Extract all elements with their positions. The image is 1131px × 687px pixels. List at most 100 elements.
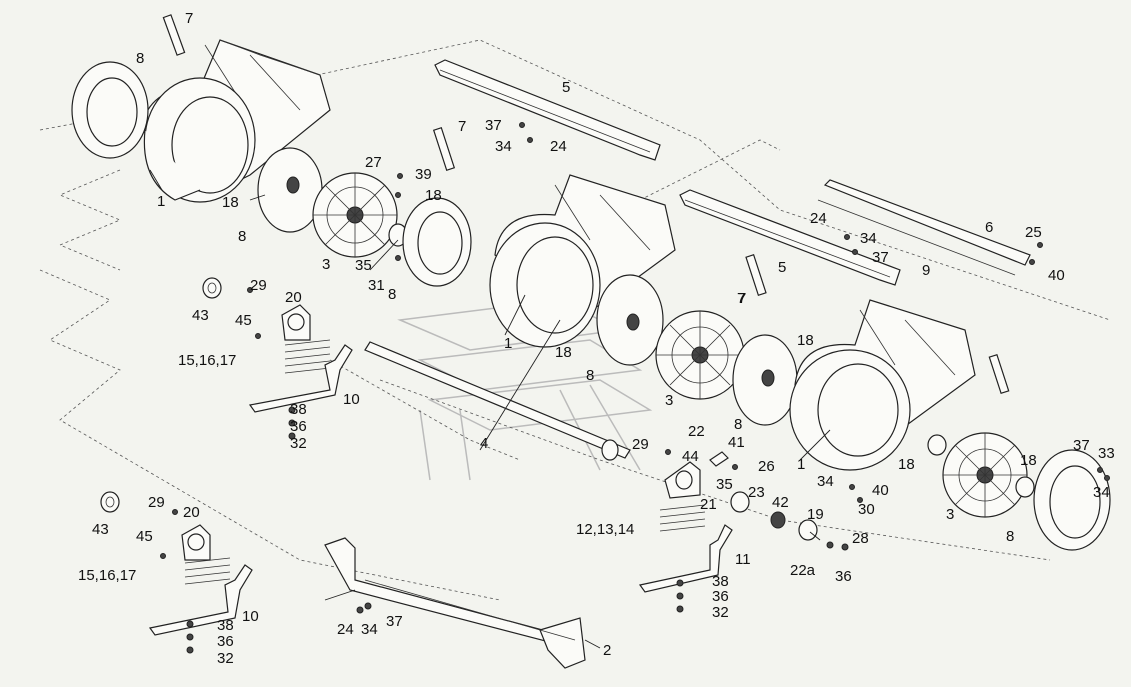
leader-lines [149,169,831,649]
callout-label: 40 [872,482,889,499]
callout-label: 15,16,17 [78,567,136,584]
callout-label: 35 [716,476,733,493]
callout-label: 44 [682,448,699,465]
callout-label: 2 [603,642,611,659]
callout-label: 8 [734,416,742,433]
callout-label: 40 [1048,267,1065,284]
callout-label: 36 [835,568,852,585]
impeller-3-right [942,432,1028,518]
callout-label: 18 [797,332,814,349]
callout-label: 27 [365,154,382,171]
callout-label: 38 [290,401,307,418]
callout-label: 22 [688,423,705,440]
callout-label: 41 [728,434,745,451]
washers-38-36-32-upper [288,406,296,440]
impeller-3-left [312,172,398,258]
callout-label: 36 [290,418,307,435]
callout-label: 29 [250,277,267,294]
bearing-23-sprocket-19 [730,491,849,551]
callout-label: 8 [136,50,144,67]
callout-label: 31 [368,277,385,294]
shaft-4 [364,341,631,461]
callout-label: 8 [1006,528,1014,545]
callout-label: 7 [185,10,193,27]
callout-label: 43 [92,521,109,538]
callout-label: 3 [322,256,330,273]
callout-label: 38 [712,573,729,590]
callout-label: 21 [700,496,717,513]
callout-label: 39 [415,166,432,183]
cover-disc-18-right [732,334,798,426]
callout-label: 19 [807,506,824,523]
callout-label: 8 [388,286,396,303]
callout-label: 6 [985,219,993,236]
callout-label: 10 [242,608,259,625]
callout-label: 3 [946,506,954,523]
key-41-small-parts [665,449,738,470]
callout-label: 11 [735,551,751,568]
bearing-18-right [927,434,1035,498]
callout-label: 45 [235,312,252,329]
callout-label: 34 [817,473,834,490]
frame-2 [324,537,586,669]
callout-label: 18 [898,456,915,473]
bearing-43-lower [100,491,120,513]
callout-label: 36 [712,588,729,605]
callout-label: 43 [192,307,209,324]
callout-label: 37 [1073,437,1090,454]
callout-label: 18 [1020,452,1037,469]
bearing-housing-21-right [659,461,706,532]
fasteners-misc [160,122,1110,559]
callout-label: 37 [386,613,403,630]
callout-label: 7 [458,118,466,135]
callout-label: 42 [772,494,789,511]
callout-label: 5 [562,79,570,96]
flange-ring-8-left [71,61,149,159]
beam-5-center [679,189,901,286]
callout-label: 20 [285,289,302,306]
washers-38-36-32-lower [186,620,194,654]
callout-label: 28 [852,530,869,547]
callout-label: 23 [748,484,765,501]
callout-label: 12,13,14 [576,521,634,538]
callout-label: 3 [665,392,673,409]
callout-label: 34 [495,138,512,155]
callout-label: 18 [222,194,239,211]
bracket-10-upper [248,344,353,413]
callout-label: 7 [737,290,745,307]
fan-housing-right [789,299,976,471]
construction-lines [39,39,1111,601]
impeller-3-center [655,310,745,400]
strip-7-mid [432,127,456,171]
callout-label: 35 [355,257,372,274]
callout-label: 1 [797,456,805,473]
callout-label: 18 [425,187,442,204]
callout-label: 24 [337,621,354,638]
callout-label: 8 [586,367,594,384]
fan-housing-left [139,39,331,203]
callout-labels: 7 8 5 37 7 34 24 1 18 27 39 18 8 3 35 31… [78,10,1115,667]
callout-label: 37 [485,117,502,134]
cover-disc-8-center [596,274,664,366]
bearing-housing-20-lower [181,524,231,585]
callout-label: 26 [758,458,775,475]
callout-label: 8 [238,228,246,245]
callout-label: 32 [217,650,234,667]
callout-label: 18 [555,344,572,361]
callout-label: 30 [858,501,875,518]
callout-label: 38 [217,617,234,634]
callout-label: 15,16,17 [178,352,236,369]
callout-label: 45 [136,528,153,545]
callout-label: 34 [860,230,877,247]
plate-6-9 [817,179,1031,276]
callout-label: 29 [632,436,649,453]
callout-label: 33 [1098,445,1115,462]
callout-label: 36 [217,633,234,650]
callout-label: 24 [550,138,567,155]
callout-label: 34 [361,621,378,638]
fan-housing-center [489,174,676,348]
callout-label: 1 [504,335,512,352]
callout-label: 29 [148,494,165,511]
flange-ring-18-center [402,197,472,287]
callout-label: 37 [872,249,889,266]
